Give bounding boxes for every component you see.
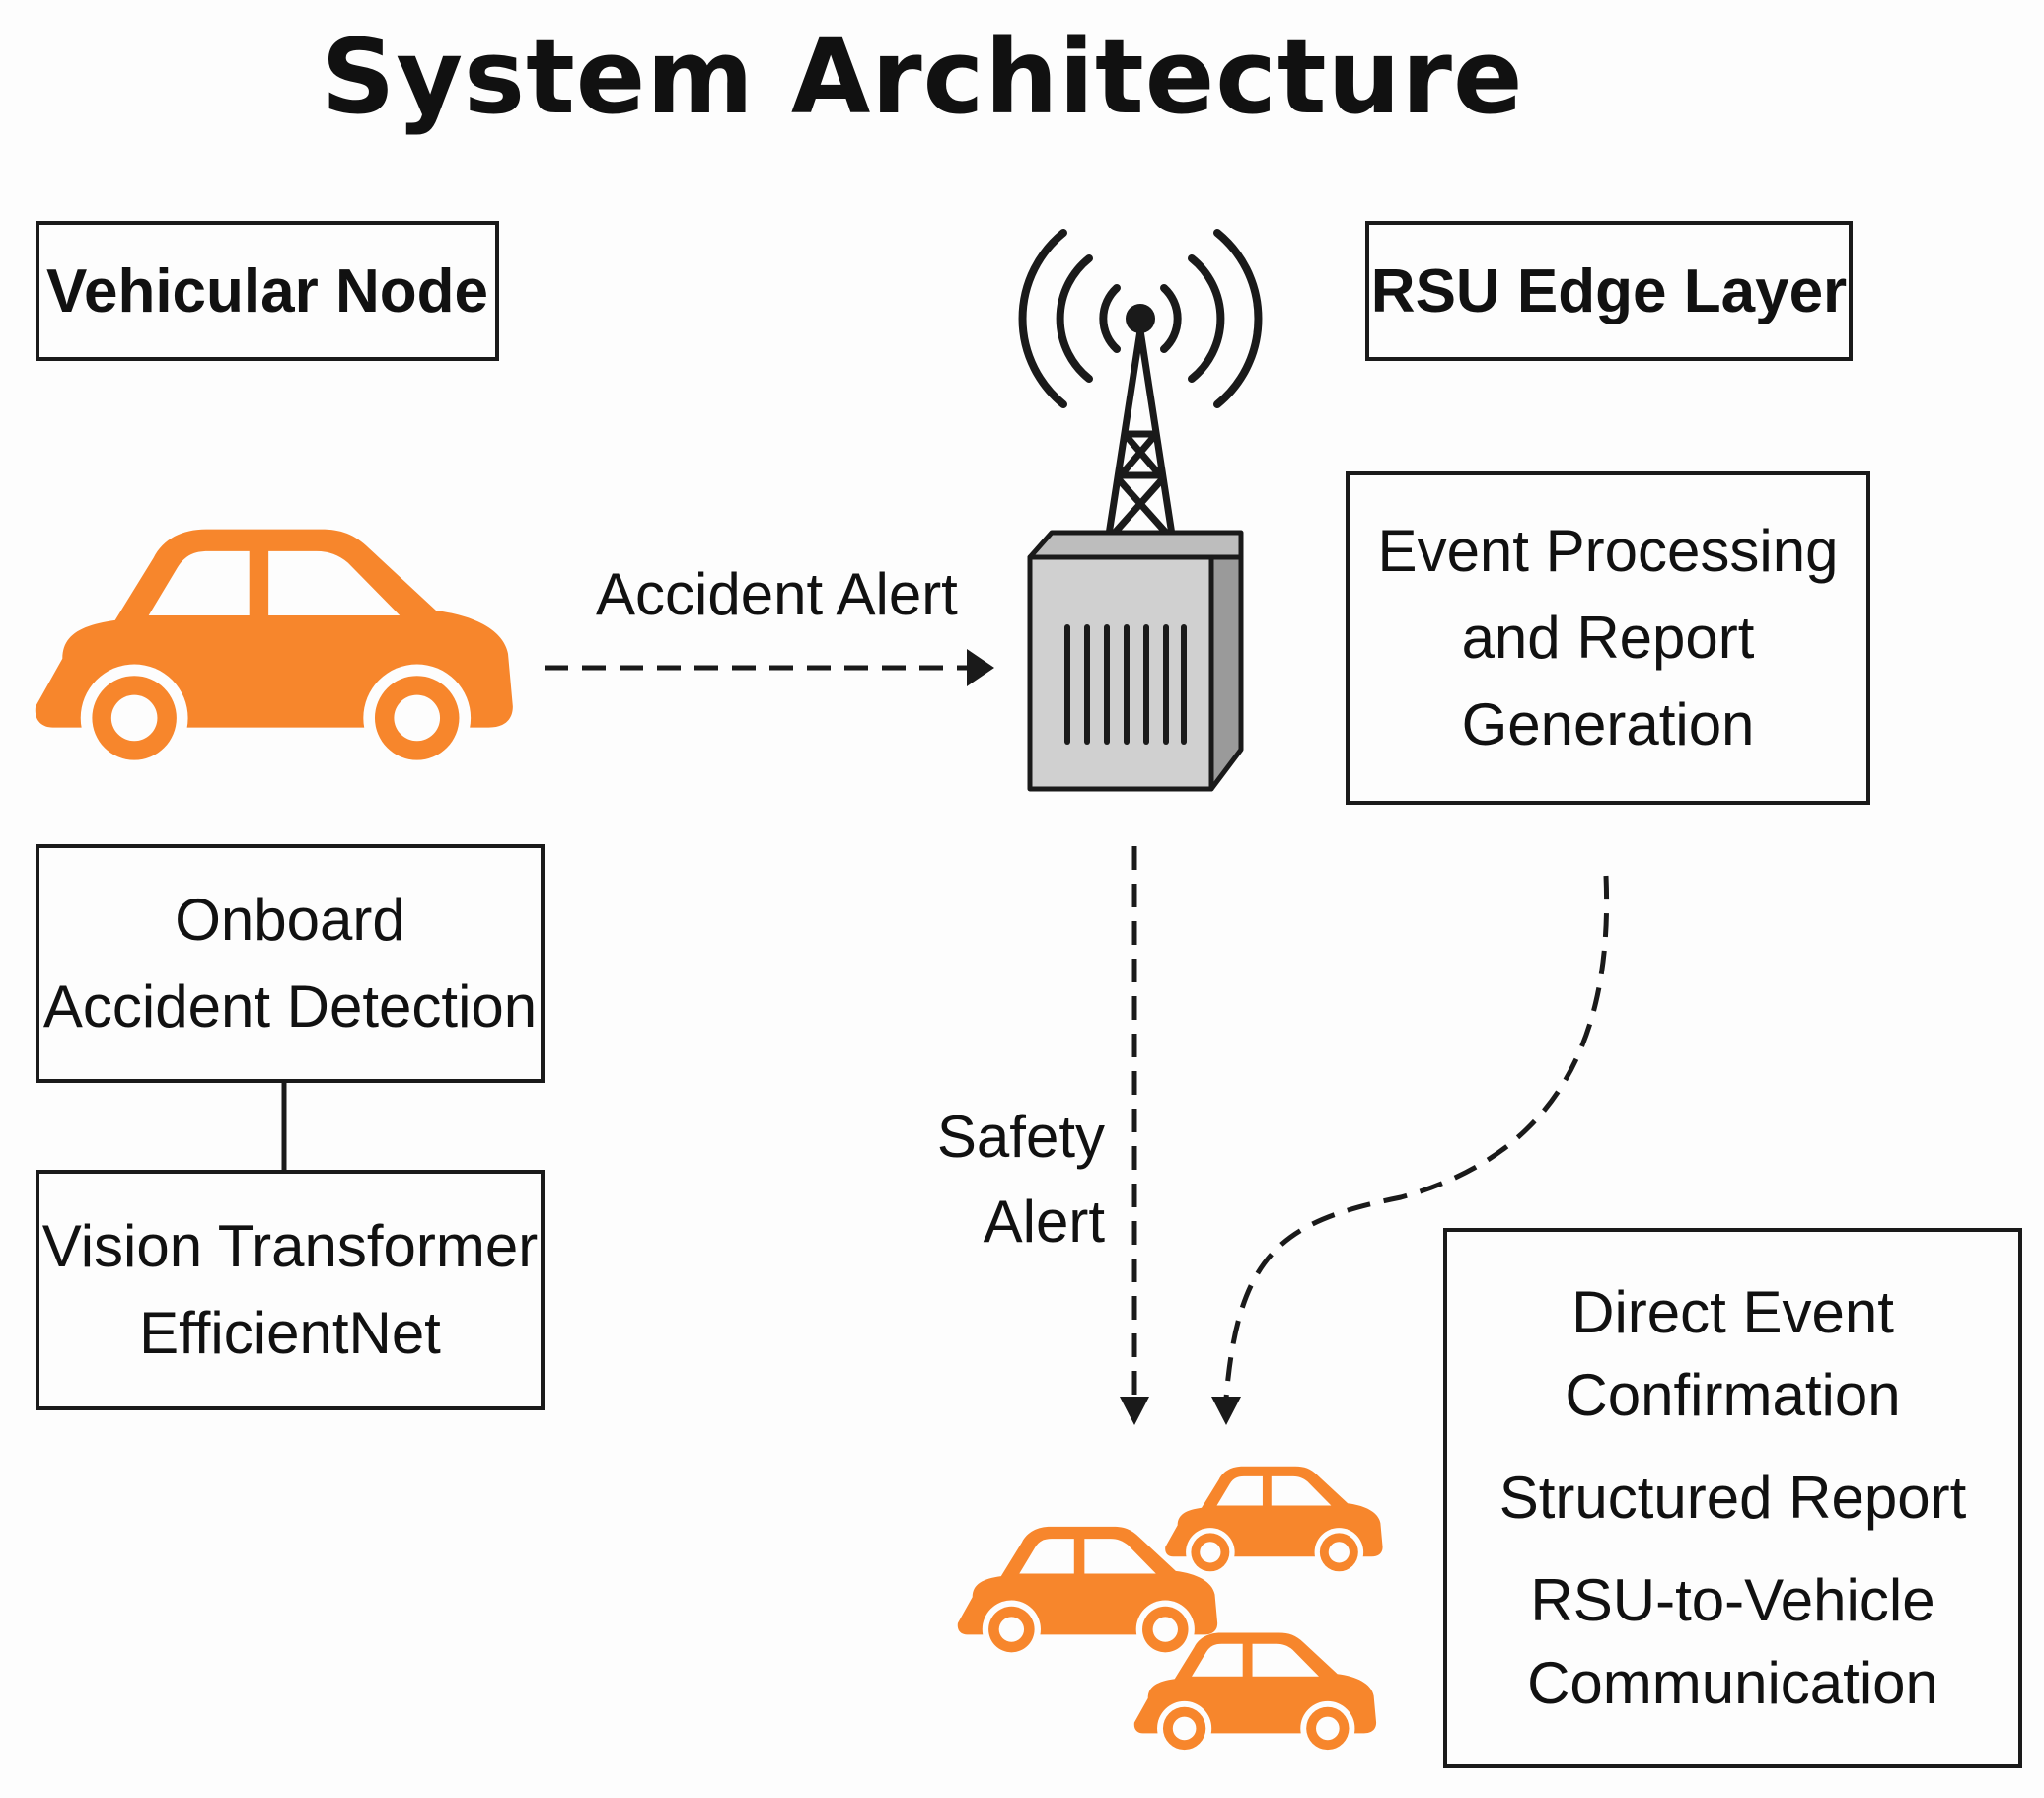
event-processing-line-3: Generation [1461,691,1755,757]
safety-alert-line-2: Alert [983,1188,1105,1255]
rsu-functions-line-2: Confirmation [1565,1362,1901,1428]
onboard-detection-line-1: Onboard [175,887,405,953]
rsu-edge-layer-label: RSU Edge Layer [1370,256,1848,325]
rsu-functions-line-4: RSU-to-Vehicle [1530,1567,1935,1633]
rsu-functions-line-5: Communication [1527,1650,1938,1716]
page-title: System Architecture [321,17,1524,137]
accident-alert-arrow [545,649,994,686]
safety-alert-label: Safety Alert [927,1095,1105,1264]
vision-models-line-2: EfficientNet [139,1300,441,1366]
rsu-functions-box: Direct Event Confirmation Structured Rep… [1443,1228,2022,1768]
event-processing-box: Event Processing and Report Generation [1346,471,1870,805]
report-dissemination-arrow [1211,875,1610,1425]
rsu-functions-line-1: Direct Event [1571,1279,1894,1345]
safety-alert-arrow [1120,846,1149,1425]
event-processing-line-2: and Report [1461,605,1755,671]
onboard-detection-box: Onboard Accident Detection [36,844,545,1083]
car-icon [35,529,513,772]
vision-models-box: Vision Transformer EfficientNet [36,1170,545,1410]
rsu-tower-icon [1018,229,1263,792]
vehicular-node-label: Vehicular Node [46,256,488,325]
accident-alert-label: Accident Alert [596,561,958,627]
onboard-detection-line-2: Accident Detection [42,973,538,1040]
safety-alert-line-1: Safety [936,1104,1105,1170]
event-processing-line-1: Event Processing [1377,518,1839,584]
rsu-functions-line-3: Structured Report [1498,1465,1967,1531]
vision-models-line-1: Vision Transformer [41,1213,539,1279]
vehicular-node-box: Vehicular Node [36,221,499,361]
rsu-edge-layer-box: RSU Edge Layer [1365,221,1853,361]
car-group-icon [957,1466,1383,1757]
